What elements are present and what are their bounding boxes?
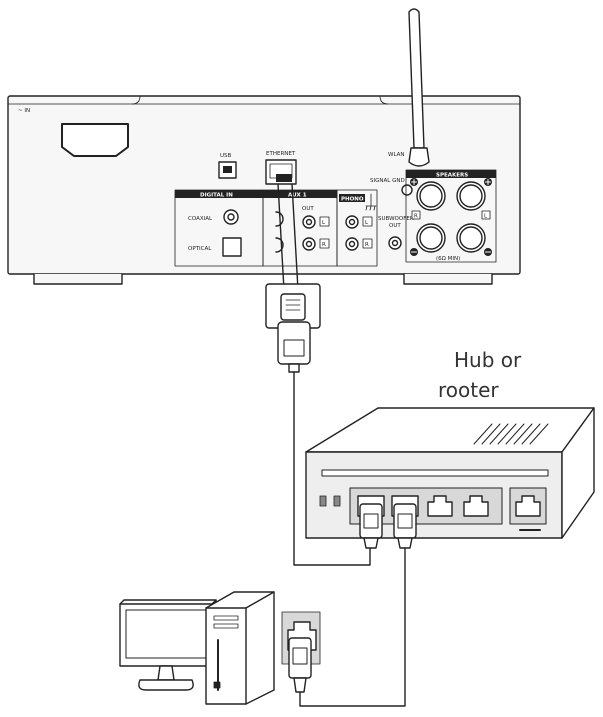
speaker-r-plus-terminal bbox=[456, 181, 486, 211]
rj45-plug-computer bbox=[288, 637, 312, 693]
speaker-impedance-label: (6Ω MIN) bbox=[436, 256, 460, 262]
wlan-antenna bbox=[408, 8, 425, 149]
hub-top-face bbox=[305, 407, 595, 453]
speaker-l-mark: L bbox=[484, 214, 488, 220]
lan-cable-hub-to-computer bbox=[299, 547, 406, 707]
amplifier-chassis bbox=[7, 95, 521, 275]
hub-wan-port bbox=[515, 495, 541, 517]
rj45-plug-hub-2 bbox=[393, 503, 417, 549]
aux-out-label: OUT bbox=[302, 206, 314, 212]
speaker-l-plus-terminal bbox=[416, 181, 446, 211]
phono-r-jack bbox=[345, 237, 359, 251]
ac-in-label: ~ IN bbox=[18, 108, 30, 114]
rj45-plug-hub-1 bbox=[359, 503, 383, 549]
aux-l-mark: L bbox=[322, 220, 326, 226]
amplifier-unit: ~ IN USB ETHERNET DIGITAL IN COAXIAL OPT… bbox=[7, 8, 521, 285]
subwoofer-label-2: OUT bbox=[389, 223, 401, 229]
hub-router: Hub or rooter bbox=[305, 348, 595, 549]
coaxial-label: COAXIAL bbox=[188, 216, 213, 222]
antenna-base bbox=[408, 147, 430, 167]
lan-cable-amplifier-to-hub bbox=[265, 183, 371, 566]
ground-symbol-icon bbox=[365, 193, 377, 211]
speakers-label: SPEAKERS bbox=[436, 173, 468, 179]
foot-left bbox=[33, 273, 123, 285]
aux-r-mark: R bbox=[322, 242, 326, 248]
hub-vent bbox=[473, 423, 549, 445]
hub-side-face bbox=[561, 407, 595, 539]
speaker-l-minus-terminal bbox=[416, 223, 446, 253]
aux1-label: AUX 1 bbox=[288, 193, 307, 199]
phono-l-jack bbox=[345, 215, 359, 229]
subwoofer-jack bbox=[388, 236, 402, 250]
monitor-stand bbox=[157, 665, 175, 681]
subwoofer-label-1: SUBWOOFER bbox=[378, 216, 414, 222]
optical-label: OPTICAL bbox=[188, 246, 212, 252]
phono-l-mark: L bbox=[365, 220, 369, 226]
signal-gnd-label: SIGNAL GND bbox=[370, 178, 405, 184]
digital-in-label: DIGITAL IN bbox=[200, 193, 233, 199]
wlan-label: WLAN bbox=[388, 152, 405, 158]
speaker-r-minus-terminal bbox=[456, 223, 486, 253]
hub-port bbox=[427, 495, 453, 517]
phono-r-mark: R bbox=[365, 242, 369, 248]
phono-label: PHONO bbox=[341, 197, 364, 203]
signal-gnd-terminal bbox=[401, 184, 413, 196]
computer bbox=[119, 591, 321, 705]
hub-led bbox=[333, 495, 341, 507]
speaker-r-mark: R bbox=[414, 214, 418, 220]
optical-port bbox=[222, 237, 242, 257]
hub-label-line1: Hub or bbox=[454, 348, 522, 372]
aux-out-l-jack bbox=[302, 215, 316, 229]
foot-right bbox=[403, 273, 493, 285]
hub-label-line2: rooter bbox=[438, 378, 499, 402]
hub-port bbox=[463, 495, 489, 517]
aux-out-r-jack bbox=[302, 237, 316, 251]
usb-label: USB bbox=[220, 153, 232, 159]
ac-inlet bbox=[61, 123, 129, 157]
ethernet-label: ETHERNET bbox=[266, 151, 296, 157]
hub-led bbox=[319, 495, 327, 507]
